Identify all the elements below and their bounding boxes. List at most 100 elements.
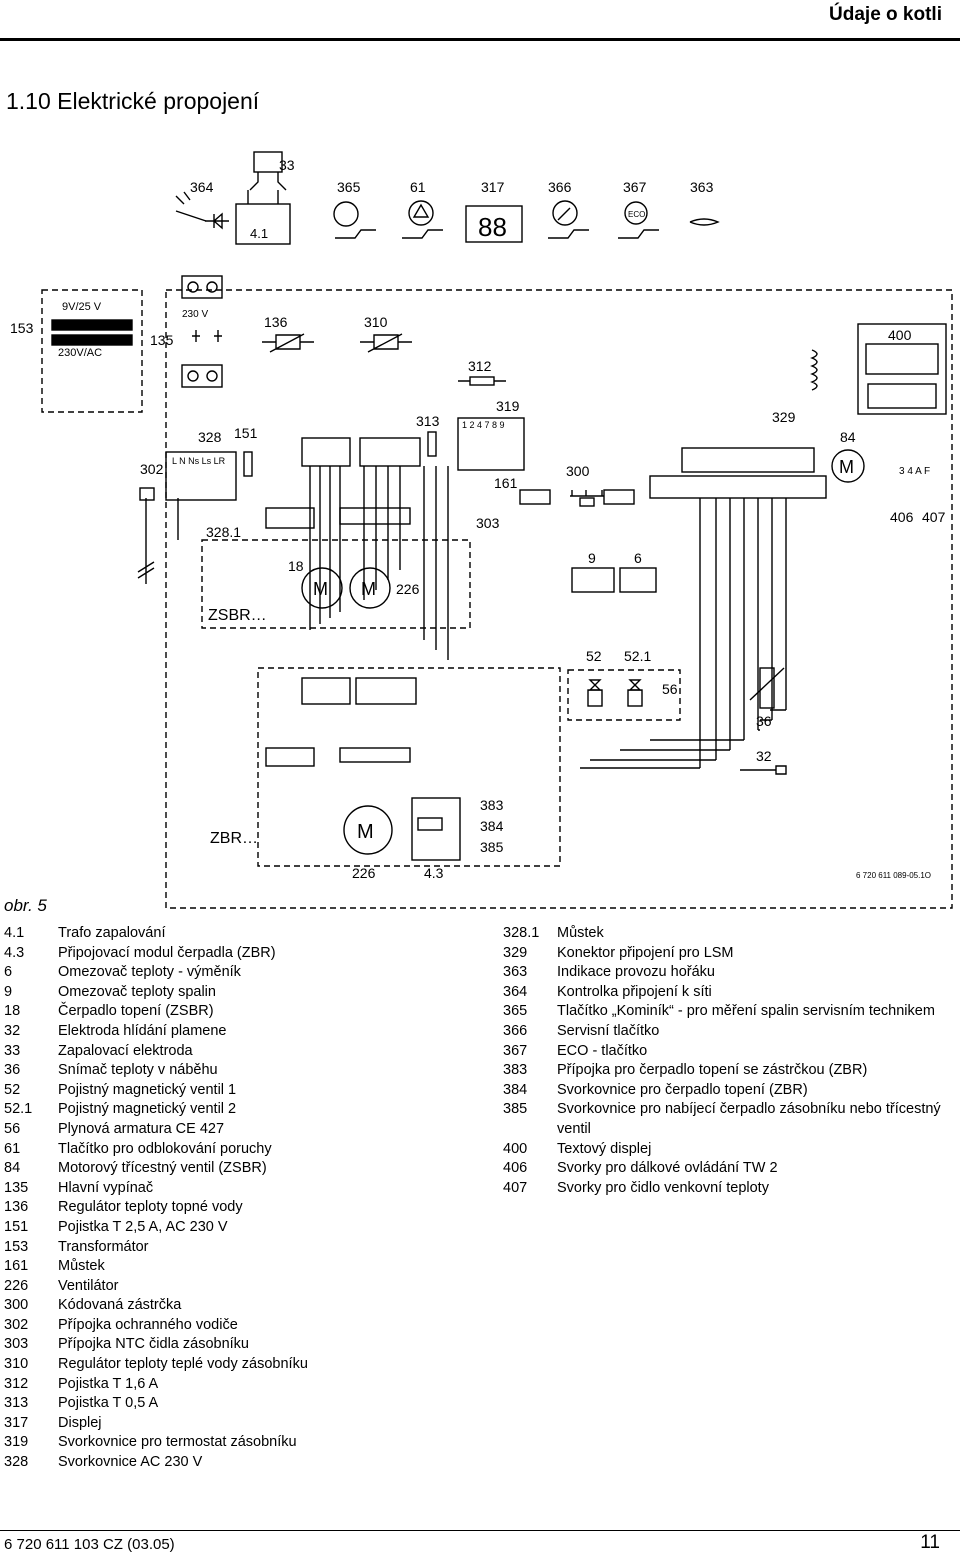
legend-item: 385 Svorkovnice pro nabíjecí čerpadlo zás… xyxy=(503,1100,943,1139)
term-400-labels: 3 4 A F xyxy=(899,466,930,477)
label-zbr: ZBR… xyxy=(210,830,258,847)
legend-number: 383 xyxy=(503,1062,528,1079)
legend-item: 384 Svorkovnice pro čerpadlo topení (ZBR) xyxy=(503,1081,943,1101)
zsbr-outline xyxy=(201,539,471,629)
legend-text: Elektroda hlídání plamene xyxy=(58,1022,227,1039)
legend-text: Displej xyxy=(58,1414,102,1431)
label-18: 18 xyxy=(288,558,304,574)
label-136: 136 xyxy=(264,314,288,330)
legend-text: Regulátor teploty topné vody xyxy=(58,1199,243,1216)
legend-text: Svorkovnice pro nabíjecí čerpadlo zásobn… xyxy=(557,1101,941,1137)
legend-number: 384 xyxy=(503,1081,528,1098)
gas-valve-56 xyxy=(567,669,681,721)
electrode-32 xyxy=(740,765,787,775)
legend-text: Pojistka T 2,5 A, AC 230 V xyxy=(58,1218,228,1235)
legend-text: Servisní tlačítko xyxy=(557,1022,660,1039)
zbr-outline xyxy=(257,667,561,867)
legend-text: Přípojka pro čerpadlo topení se zástrčko… xyxy=(557,1062,868,1079)
legend-number: 313 xyxy=(4,1395,29,1412)
fuse-313 xyxy=(427,431,437,457)
legend-number: 151 xyxy=(4,1218,29,1235)
legend-number: 302 xyxy=(4,1316,29,1333)
legend-text: Ventilátor xyxy=(58,1277,119,1294)
legend-number: 135 xyxy=(4,1179,29,1196)
label-161: 161 xyxy=(494,475,518,491)
connector-long xyxy=(649,475,827,499)
limiter-6 xyxy=(619,567,657,593)
legend-number: 385 xyxy=(503,1101,528,1118)
label-521: 52.1 xyxy=(624,648,651,664)
legend-text: Tlačítko pro odblokování poruchy xyxy=(58,1140,272,1157)
page-number: 11 xyxy=(920,1532,940,1553)
ignition-transformer-41 xyxy=(235,203,291,245)
fan-226b-icon xyxy=(343,805,393,855)
thermostat-310-icon xyxy=(360,333,412,353)
legend-item: 4.1 Trafo zapalování xyxy=(4,924,444,944)
legend-number: 328 xyxy=(4,1454,29,1471)
label-317: 317 xyxy=(481,179,505,195)
legend-text: Trafo zapalování xyxy=(58,925,166,941)
legend-text: Svorkovnice pro termostat zásobníku xyxy=(58,1434,297,1451)
label-zsbr: ZSBR… xyxy=(208,607,267,624)
legend-text: Můstek xyxy=(58,1258,105,1275)
legend-text: Přípojka ochranného vodiče xyxy=(58,1316,238,1333)
display-317 xyxy=(465,205,523,243)
text-display-400 xyxy=(857,323,947,415)
legend-text: Omezovač teploty - výměník xyxy=(58,964,241,981)
legend-text: Svorky pro čidlo venkovní teploty xyxy=(557,1179,769,1196)
label-367: 367 xyxy=(623,179,647,195)
legend-text: Tlačítko „Kominík“ - pro měření spalin s… xyxy=(557,1003,935,1020)
sensor-36 xyxy=(759,667,775,709)
label-135: 135 xyxy=(150,332,174,348)
label-32: 32 xyxy=(756,748,772,764)
legend-number: 363 xyxy=(503,964,528,981)
label-153: 153 xyxy=(10,320,34,336)
figure-label: obr. 5 xyxy=(4,896,47,915)
legend-number: 84 xyxy=(4,1160,21,1177)
term-328-labels: L N Ns Ls LR xyxy=(172,456,226,466)
label-9v: 9V/25 V xyxy=(62,301,102,313)
legend-number: 366 xyxy=(503,1022,528,1039)
electrode-33-icon xyxy=(253,151,283,173)
legend-number: 32 xyxy=(4,1022,21,1039)
label-385: 385 xyxy=(480,839,504,855)
legend-text: Transformátor xyxy=(58,1238,149,1255)
legend-number: 4.3 xyxy=(4,944,25,961)
legend-number: 4.1 xyxy=(4,925,25,941)
legend-text: Omezovač teploty spalin xyxy=(58,983,216,1000)
legend-text: Plynová armatura CE 427 xyxy=(58,1120,225,1137)
legend-number: 365 xyxy=(503,1003,528,1020)
motor-m-84: M xyxy=(839,457,854,477)
label-230v: 230 V xyxy=(182,309,208,320)
legend-text: ECO - tlačítko xyxy=(557,1042,648,1059)
legend-text: Připojovací modul čerpadla (ZBR) xyxy=(58,944,276,961)
legend-item: 406 Svorky pro dálkové ovládání TW 2 xyxy=(503,1159,943,1179)
legend-number: 161 xyxy=(4,1258,29,1275)
term-319-labels: 1 2 4 7 8 9 xyxy=(462,420,505,430)
label-407: 407 xyxy=(922,509,946,525)
legend-number: 406 xyxy=(503,1160,528,1177)
legend-number: 33 xyxy=(4,1042,21,1059)
legend-text: Svorkovnice pro čerpadlo topení (ZBR) xyxy=(557,1081,808,1098)
legend-text: Pojistka T 1,6 A xyxy=(58,1375,159,1392)
legend-text: Čerpadlo topení (ZSBR) xyxy=(58,1003,214,1020)
motor-84-icon xyxy=(831,449,865,483)
label-61: 61 xyxy=(410,179,426,195)
legend-number: 56 xyxy=(4,1120,21,1137)
legend-text: Pojistný magnetický ventil 2 xyxy=(58,1101,237,1118)
label-36: 36 xyxy=(756,713,772,729)
section-title: 1.10 Elektrické propojení xyxy=(6,88,260,114)
legend-text: Svorky pro dálkové ovládání TW 2 xyxy=(557,1160,778,1177)
legend-number: 18 xyxy=(4,1003,21,1020)
